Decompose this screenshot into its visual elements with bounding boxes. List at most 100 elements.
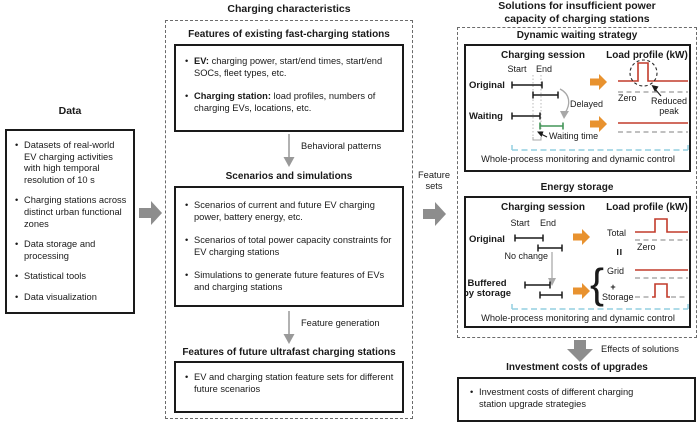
bullet-prefix: Charging station: xyxy=(194,91,271,102)
charging-characteristics-title: Charging characteristics xyxy=(227,3,351,15)
delayed-arrow-head xyxy=(560,111,569,119)
end-label: End xyxy=(536,64,552,74)
arrow-head xyxy=(283,334,295,344)
list-item: Data visualization xyxy=(14,292,128,304)
orange-arrow-icon xyxy=(590,116,607,132)
list-item: Charging station: load profiles, numbers… xyxy=(184,91,397,114)
equals-rotated-icon: = xyxy=(612,248,626,255)
session-bar xyxy=(514,234,544,242)
list-item: EV and charging station feature sets for… xyxy=(184,372,397,395)
energy-storage-heading: Energy storage xyxy=(540,182,614,193)
down-arrow-icon xyxy=(283,311,295,344)
list-item: Scenarios of total power capacity constr… xyxy=(184,235,397,258)
future-features-heading: Features of future ultrafast charging st… xyxy=(182,347,396,358)
down-arrow-icon xyxy=(283,134,295,167)
feature-sets-label: Feature sets xyxy=(417,170,451,192)
scenarios-box: Scenarios of current and future EV charg… xyxy=(174,186,404,307)
delayed-label: Delayed xyxy=(570,99,603,109)
scenarios-heading: Scenarios and simulations xyxy=(225,171,353,182)
start-label: Start xyxy=(507,64,527,74)
dynamic-waiting-heading: Dynamic waiting strategy xyxy=(516,30,638,41)
charging-session-heading: Charging session xyxy=(501,202,585,213)
monitoring-bracket xyxy=(511,304,689,310)
delayed-session-bar xyxy=(539,122,564,130)
reduced-peak-label: Reduced xyxy=(651,96,687,106)
data-list: Datasets of real-world EV charging activ… xyxy=(14,140,128,304)
session-bar xyxy=(511,112,541,120)
solutions-title-text: Solutions for insufficient power capacit… xyxy=(498,0,656,26)
waiting-time-label: Waiting time xyxy=(549,131,598,141)
solutions-title: Solutions for insufficient power capacit… xyxy=(455,0,699,26)
session-bar xyxy=(524,281,551,289)
session-bar xyxy=(511,81,543,89)
orange-arrow-icon xyxy=(573,229,590,245)
start-label: Start xyxy=(510,218,530,228)
list-item: Simulations to generate future features … xyxy=(184,270,397,293)
feature-generation-label: Feature generation xyxy=(301,318,380,328)
end-label: End xyxy=(540,218,556,228)
monitoring-bracket xyxy=(511,145,689,151)
existing-features-heading: Features of existing fast-charging stati… xyxy=(188,29,390,40)
effects-label: Effects of solutions xyxy=(601,344,679,354)
existing-features-list: EV: charging power, start/end times, sta… xyxy=(184,56,397,114)
energy-storage-diagram: Charging session Load profile (kW) Start… xyxy=(464,196,691,328)
plus-label: + xyxy=(610,282,615,292)
no-change-label: No change xyxy=(504,251,548,261)
solutions-panel xyxy=(457,27,697,338)
list-item: Scenarios of current and future EV charg… xyxy=(184,200,397,223)
list-item: Data storage and processing xyxy=(14,239,128,262)
buffered-row-label: by storage xyxy=(464,288,511,299)
charging-session-heading: Charging session xyxy=(501,50,585,61)
storage-pulse-line xyxy=(652,283,670,298)
load-profile-heading: Load profile (kW) xyxy=(606,50,688,61)
future-features-box: EV and charging station feature sets for… xyxy=(174,361,404,413)
dynamic-waiting-diagram: Charging session Load profile (kW) Start… xyxy=(464,44,691,172)
investment-heading: Investment costs of upgrades xyxy=(506,362,648,373)
arrow-shape xyxy=(423,202,446,226)
arrow-head xyxy=(283,157,295,167)
right-block-arrow-icon xyxy=(139,201,162,225)
data-title: Data xyxy=(58,105,82,117)
investment-box: Investment costs of different charging s… xyxy=(457,377,696,422)
down-block-arrow-icon xyxy=(567,340,593,362)
bullet-text: load profiles, numbers of charging EVs, … xyxy=(194,91,376,113)
no-change-arrow-head xyxy=(548,278,556,286)
list-item: EV: charging power, start/end times, sta… xyxy=(184,56,397,79)
storage-label: Storage xyxy=(602,292,634,302)
investment-list: Investment costs of different charging s… xyxy=(469,387,689,410)
list-item: Charging stations across distinct urban … xyxy=(14,195,128,230)
load-profile-heading: Load profile (kW) xyxy=(606,202,688,213)
grid-label: Grid xyxy=(607,266,624,276)
session-bar xyxy=(537,244,563,252)
reduced-peak-pointer-head xyxy=(651,85,659,92)
bullet-prefix: EV: xyxy=(194,56,209,66)
original-row-label: Original xyxy=(469,234,505,245)
list-item: Datasets of real-world EV charging activ… xyxy=(14,140,128,186)
arrow-shape xyxy=(139,201,162,225)
diagram-border xyxy=(464,44,691,172)
zero-label: Zero xyxy=(618,93,637,103)
original-row-label: Original xyxy=(469,80,505,91)
scenarios-list: Scenarios of current and future EV charg… xyxy=(184,200,397,294)
diagram-border xyxy=(464,196,691,328)
waiting-time-pointer-head xyxy=(537,131,544,137)
zero-label: Zero xyxy=(637,242,656,252)
behavioral-patterns-label: Behavioral patterns xyxy=(301,141,382,151)
bullet-text: charging power, start/end times, start/e… xyxy=(194,56,383,78)
monitoring-label: Whole-process monitoring and dynamic con… xyxy=(481,313,675,323)
arrow-shape xyxy=(567,340,593,362)
total-load-line xyxy=(635,218,688,233)
list-item: Investment costs of different charging s… xyxy=(469,387,659,410)
monitoring-label: Whole-process monitoring and dynamic con… xyxy=(481,154,675,164)
future-features-list: EV and charging station feature sets for… xyxy=(184,372,397,395)
charging-characteristics-panel xyxy=(165,20,413,419)
waiting-gap-bracket xyxy=(532,137,542,141)
session-bar xyxy=(532,91,559,99)
list-item: Statistical tools xyxy=(14,271,128,283)
orange-arrow-icon xyxy=(590,74,607,90)
right-block-arrow-icon xyxy=(423,202,446,226)
delayed-arrow xyxy=(559,88,570,114)
waiting-row-label: Waiting xyxy=(469,111,503,122)
buffered-row-label: Buffered xyxy=(467,278,506,289)
